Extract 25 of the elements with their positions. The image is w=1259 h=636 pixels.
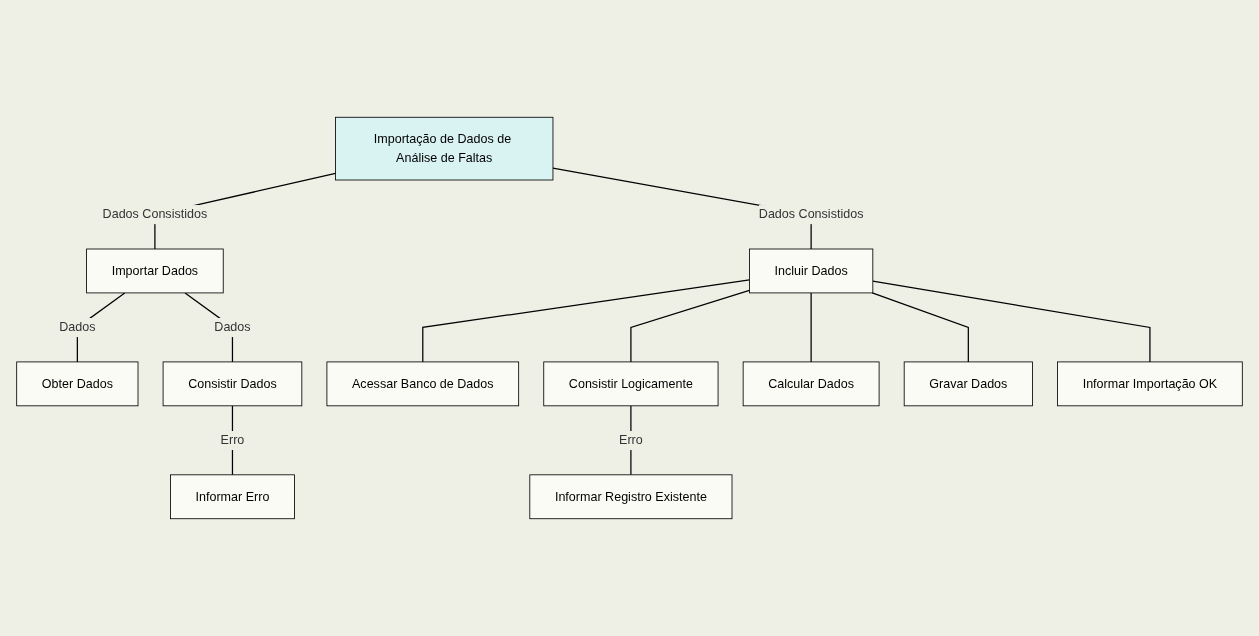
- node-box: Calcular Dados: [742, 361, 880, 407]
- edge-label: Dados Consistidos: [758, 206, 864, 221]
- connector: [422, 279, 751, 363]
- edge-label: Dados: [214, 319, 251, 334]
- edge-label: Erro: [619, 432, 643, 447]
- connector: [630, 289, 751, 363]
- connector: [810, 292, 812, 363]
- node-box: Gravar Dados: [903, 361, 1033, 407]
- connector: [231, 405, 234, 476]
- edge-label: Erro: [220, 432, 245, 447]
- node-box: Informar Erro: [170, 474, 295, 520]
- connector: [630, 405, 632, 476]
- connector: [871, 292, 969, 363]
- node-box: Incluir Dados: [749, 248, 874, 294]
- node-box: Consistir Dados: [162, 361, 303, 407]
- node-box: Obter Dados: [16, 361, 139, 407]
- node-box: Importar Dados: [86, 248, 224, 294]
- node-box: Consistir Logicamente: [543, 361, 719, 407]
- edge-label: Dados Consistidos: [102, 206, 208, 221]
- node-box: Acessar Banco de Dados: [326, 361, 520, 407]
- node-box: Importação de Dados de Análise de Faltas: [335, 116, 554, 181]
- edge-label: Dados: [59, 319, 96, 334]
- node-box: Informar Importação OK: [1057, 361, 1243, 407]
- node-box: Informar Registro Existente: [529, 474, 733, 520]
- connector: [872, 280, 1151, 363]
